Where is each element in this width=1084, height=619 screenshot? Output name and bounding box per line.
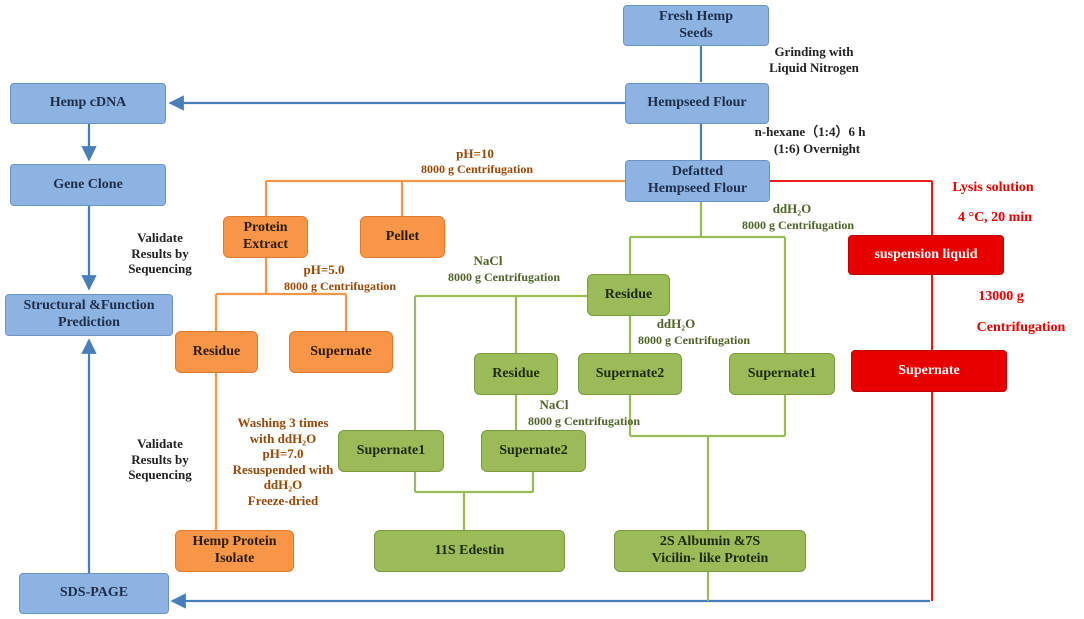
supernate1-left-node: Supernate1 xyxy=(338,430,444,472)
residue-green-mid-node: Residue xyxy=(474,353,558,395)
albumin-vicilin-node: 2S Albumin &7S Vicilin- like Protein xyxy=(614,530,806,572)
centrifugation-red-label: Centrifugation xyxy=(976,320,1066,335)
supernate1-right-node: Supernate1 xyxy=(729,353,835,395)
ph10-label: pH=10 xyxy=(456,146,494,161)
structural-function-prediction-node: Structural &Function Prediction xyxy=(5,294,173,336)
lysis-solution-label: Lysis solution xyxy=(952,180,1034,195)
hempseed-flour-node: Hempseed Flour xyxy=(625,83,769,124)
protein-extract-node: Protein Extract xyxy=(223,216,308,258)
ph5-label: pH=5.0 xyxy=(303,262,345,277)
ddh2o-mid-label: ddH₂O xyxy=(656,316,696,331)
ddh2o-top-label: ddH₂O xyxy=(772,201,812,216)
hexane-label-line2: (1:6) Overnight xyxy=(773,141,861,156)
centrifuge-ph5-label: 8000 g Centrifugation xyxy=(284,279,396,293)
fresh-hemp-seeds-node: Fresh Hemp Seeds xyxy=(623,5,769,46)
nacl-mid-label: NaCl xyxy=(539,397,569,412)
hemp-cdna-node: Hemp cDNA xyxy=(10,83,166,124)
centrifuge-ph10-label: 8000 g Centrifugation xyxy=(421,162,533,176)
green-connectors xyxy=(413,202,787,601)
centrifuge-nacl-mid-label: 8000 g Centrifugation xyxy=(528,414,640,428)
lysis-conditions-label: 4 °C, 20 min xyxy=(957,210,1033,225)
centrifuge-13000-label: 13000 g xyxy=(978,289,1024,304)
centrifuge-ddh2o-mid-label: 8000 g Centrifugation xyxy=(638,333,750,347)
blue-connectors xyxy=(81,46,930,609)
pellet-node: Pellet xyxy=(360,216,445,258)
supernate-orange-node: Supernate xyxy=(289,331,393,373)
hexane-label-line1: n-hexane（1:4）6 h xyxy=(754,124,866,139)
residue-orange-node: Residue xyxy=(175,331,258,373)
nacl-top-label: NaCl xyxy=(473,253,503,268)
edestin-11s-node: 11S Edestin xyxy=(374,530,565,572)
gene-clone-node: Gene Clone xyxy=(10,164,166,206)
washing-label: Washing 3 times with ddH₂O pH=7.0 Resusp… xyxy=(232,415,334,508)
supernate2-left-node: Supernate2 xyxy=(481,430,586,472)
centrifuge-nacl-top-label: 8000 g Centrifugation xyxy=(448,270,560,284)
grinding-label: Grinding with Liquid Nitrogen xyxy=(769,44,859,75)
hemp-protein-isolate-node: Hemp Protein Isolate xyxy=(175,530,294,572)
validate-label-1: Validate Results by Sequencing xyxy=(128,230,192,277)
supernate-red-node: Supernate xyxy=(851,350,1007,392)
supernate2-right-node: Supernate2 xyxy=(578,353,682,395)
sds-page-node: SDS-PAGE xyxy=(19,573,169,614)
red-connectors xyxy=(770,180,933,601)
orange-connectors xyxy=(214,179,625,530)
suspension-liquid-node: suspension liquid xyxy=(848,235,1004,275)
centrifuge-ddh2o-top-label: 8000 g Centrifugation xyxy=(742,218,854,232)
defatted-hempseed-flour-node: Defatted Hempseed Flour xyxy=(625,160,770,202)
residue-green-top-node: Residue xyxy=(587,274,670,316)
validate-label-2: Validate Results by Sequencing xyxy=(128,436,192,483)
